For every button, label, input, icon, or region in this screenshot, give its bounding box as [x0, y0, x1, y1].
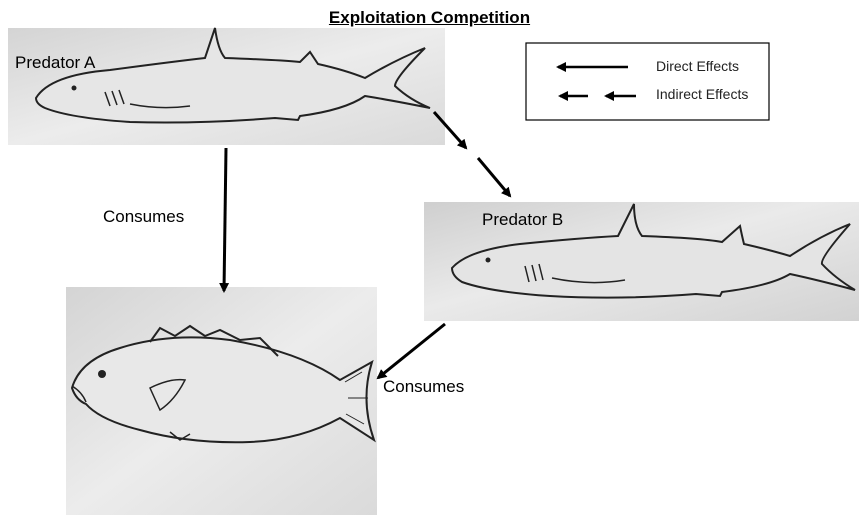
- predator-a-to-prey-arrow: [224, 148, 226, 291]
- legend: [526, 43, 769, 120]
- predator-a-to-predator-b-indirect-arrow: [434, 112, 510, 196]
- predator-a-consumes-label: Consumes: [103, 207, 184, 227]
- legend-box: [526, 43, 769, 120]
- predator-b-consumes-label: Consumes: [383, 377, 464, 397]
- legend-indirect-label: Indirect Effects: [656, 86, 748, 102]
- predator-b-to-prey-arrow: [378, 324, 445, 378]
- predator-b-label: Predator B: [482, 210, 563, 230]
- prey-panel: [66, 287, 377, 515]
- legend-direct-label: Direct Effects: [656, 58, 739, 74]
- predator-a-panel: [8, 28, 445, 145]
- predator-a-label: Predator A: [15, 53, 95, 73]
- diagram-title: Exploitation Competition: [0, 8, 859, 28]
